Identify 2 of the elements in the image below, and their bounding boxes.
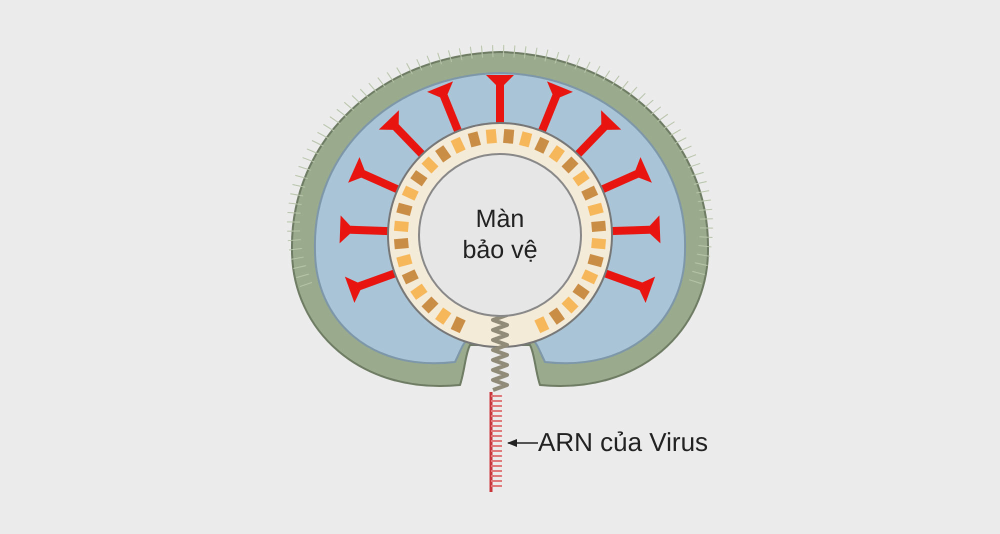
rna-label: ARN của Virus — [538, 427, 708, 458]
leader-arrow — [507, 439, 538, 447]
